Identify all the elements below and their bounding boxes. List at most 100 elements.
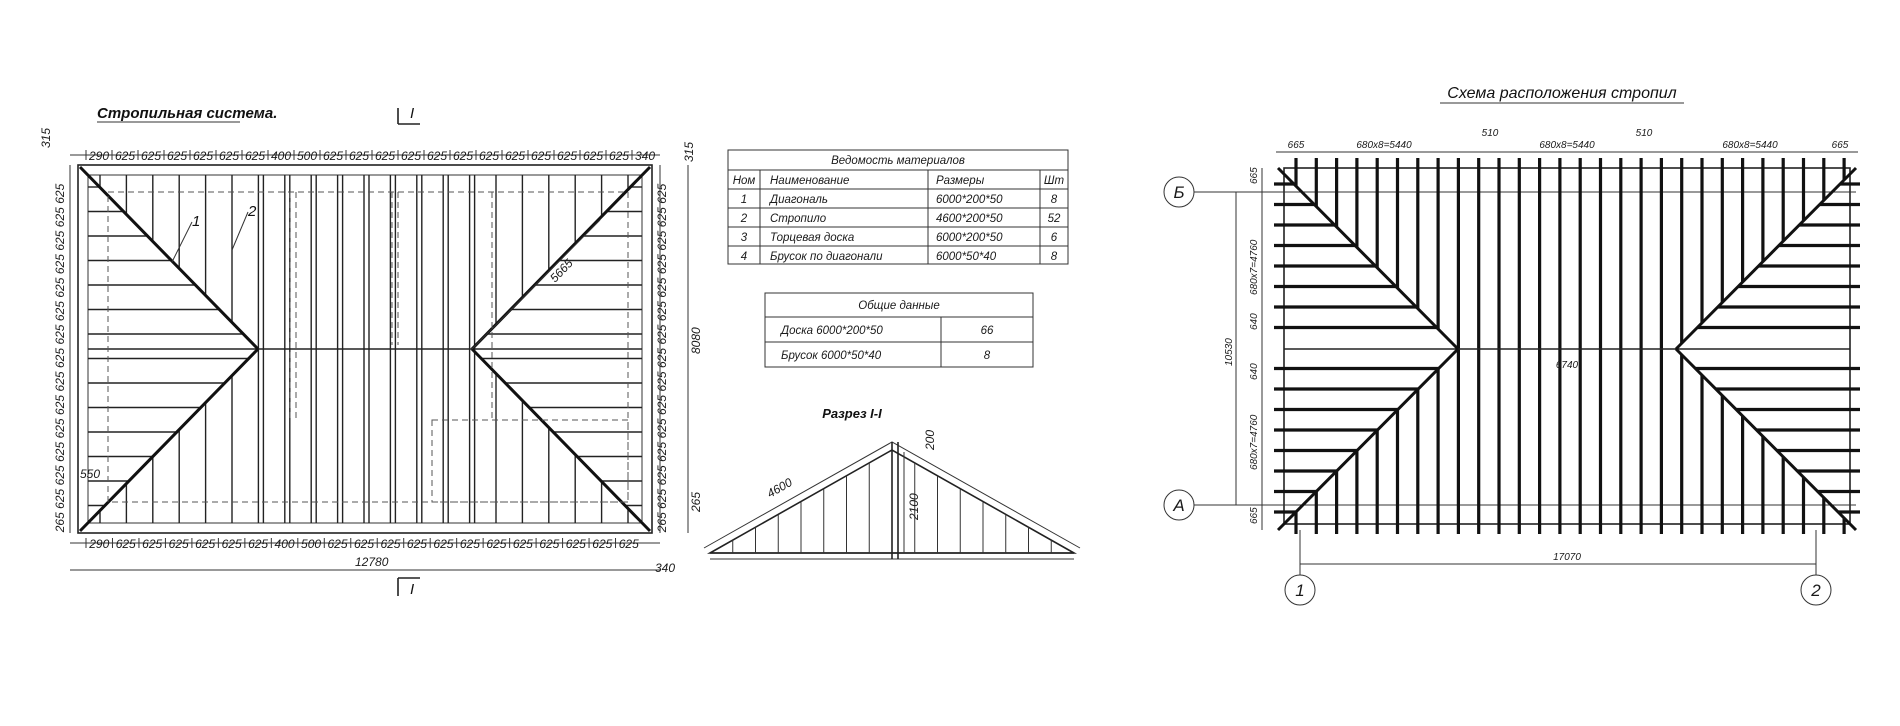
plan-top-dim-value: 340	[635, 149, 655, 163]
plan-left-dim-value: 625	[53, 418, 67, 438]
plan-bottom-dim-value: 625	[407, 537, 427, 551]
plan-bottom-dim-value: 625	[486, 537, 506, 551]
dim-bottom-right: 340	[655, 561, 675, 575]
plan-bottom-dim-value: 625	[169, 537, 189, 551]
dim-265-right: 265	[689, 492, 703, 513]
dim-right-height: 8080	[689, 327, 703, 354]
materials-cell: 4	[741, 251, 747, 263]
plan-title: Стропильная система.	[97, 105, 277, 122]
section-dim-top: 200	[923, 430, 937, 451]
plan-left-dim-value: 625	[53, 395, 67, 415]
plan-bottom-dim-value: 625	[354, 537, 374, 551]
materials-cell: 52	[1048, 213, 1061, 225]
materials-cell: 6	[1051, 232, 1058, 244]
axis-label-1: 1	[1295, 581, 1304, 600]
section-title: Разрез I-I	[822, 406, 882, 421]
plan-right-dim-value: 265	[655, 512, 669, 533]
axis-label-b: Б	[1173, 183, 1184, 202]
plan-left-dim-value: 625	[53, 207, 67, 227]
plan-right-dim-value: 625	[655, 254, 669, 274]
plan-hidden-outline	[107, 191, 629, 503]
plan-top-dim-value: 625	[609, 149, 629, 163]
plan-bottom-dims: 290 625 625 625 625 625 625 400 500 625 625 625 625 6…	[85, 537, 639, 551]
callout-2: 2	[247, 203, 257, 220]
plan-right-dims: 6256256256256256256256256256256256256256…	[655, 165, 669, 533]
plan-bottom-dim-value: 625	[116, 537, 136, 551]
materials-cell: 1	[741, 194, 747, 206]
plan-right-dim-value: 625	[655, 207, 669, 227]
scheme-dim-edge-right: 665	[1832, 140, 1849, 151]
plan-bottom-dim-value: 400	[275, 537, 295, 551]
scheme-hip-tr	[1674, 166, 1858, 351]
materials-cell: 6000*50*40	[936, 251, 997, 263]
plan-bottom-dim-value: 500	[301, 537, 321, 551]
materials-cell: 2	[740, 213, 748, 225]
general-cell: 8	[984, 350, 991, 362]
hip-diagonal-bottom-left	[78, 347, 260, 533]
general-cell: Доска 6000*200*50	[779, 325, 883, 337]
plan-top-dim-value: 625	[583, 149, 603, 163]
plan-left-dim-value: 625	[53, 442, 67, 462]
plan-right-dim-value: 625	[655, 277, 669, 297]
materials-cell: 6000*200*50	[936, 194, 1003, 206]
section-mark-top: I	[397, 105, 420, 125]
materials-header-name: Наименование	[770, 175, 849, 187]
dim-550: 550	[80, 467, 100, 481]
materials-cell: Торцевая доска	[770, 232, 854, 244]
axis-label-2: 2	[1810, 581, 1821, 600]
materials-table: Ведомость материалов Ном Наименование Ра…	[727, 149, 1069, 265]
general-table: Общие данные Доска 6000*200*50 66 Брусок…	[764, 292, 1034, 368]
plan-top-dim-value: 290	[88, 149, 109, 163]
plan-bottom-dim-value: 625	[460, 537, 480, 551]
section-mark-label-top: I	[410, 105, 414, 122]
plan-bottom-dim-value: 290	[88, 537, 109, 551]
plan-bottom-dim-value: 625	[566, 537, 586, 551]
dim-left-top: 315	[39, 128, 53, 148]
scheme-dim-side-bottom: 680x7=4760	[1249, 414, 1260, 470]
plan-left-dim-value: 265	[53, 512, 67, 533]
materials-header-size: Размеры	[936, 175, 985, 187]
plan-right-dim-value: 625	[655, 230, 669, 250]
plan-top-dim-value: 625	[219, 149, 239, 163]
scheme-dim-ridge: 6740	[1556, 360, 1579, 371]
hip-diagonal-top-left	[78, 165, 260, 351]
section-dim-height: 2100	[907, 493, 921, 521]
plan-left-dim-value: 625	[53, 348, 67, 368]
section-view: Разрез I-I 4600 2100 200	[703, 406, 1081, 560]
plan-top-dim-value: 625	[427, 149, 447, 163]
plan-top-dim-value: 625	[167, 149, 187, 163]
plan-right-dim-value: 625	[655, 371, 669, 391]
plan-bottom-dim-value: 625	[195, 537, 215, 551]
scheme-dim-height-total: 10530	[1224, 338, 1235, 366]
materials-cell: Брусок по диагонали	[770, 251, 883, 263]
plan-bottom-dim-value: 625	[380, 537, 400, 551]
axis-label-a: А	[1172, 496, 1184, 515]
plan-bottom-dim-value: 625	[328, 537, 348, 551]
plan-top-dim-value: 625	[505, 149, 525, 163]
callout-2-leader	[231, 211, 249, 251]
scheme-outline	[1283, 167, 1851, 525]
plan-right-dim-value: 625	[655, 418, 669, 438]
plan-right-dim-value: 625	[655, 465, 669, 485]
plan-top-dim-value: 400	[271, 149, 291, 163]
scheme-dim-mid-bottom: 640	[1249, 363, 1260, 380]
plan-left-dim-value: 625	[53, 465, 67, 485]
materials-cell: 8	[1051, 194, 1058, 206]
scheme-hip-tl	[1276, 166, 1460, 351]
dim-total-length: 12780	[355, 555, 389, 569]
scheme-dim-gap-2: 510	[1636, 128, 1653, 139]
plan-top-dim-value: 625	[141, 149, 161, 163]
plan-bottom-dim-value: 625	[513, 537, 533, 551]
hip-diagonal-bottom-right	[470, 347, 652, 533]
plan-left-dim-value: 625	[53, 324, 67, 344]
materials-cell: Диагональ	[768, 194, 828, 206]
plan-bottom-dim-value: 625	[142, 537, 162, 551]
scheme-dim-gap-1: 510	[1482, 128, 1499, 139]
plan-bottom-dim-value: 625	[433, 537, 453, 551]
plan-left-dim-value: 625	[53, 488, 67, 508]
plan-left-dim-value: 625	[53, 254, 67, 274]
callout-1: 1	[192, 213, 200, 230]
materials-cell: Стропило	[770, 213, 827, 225]
